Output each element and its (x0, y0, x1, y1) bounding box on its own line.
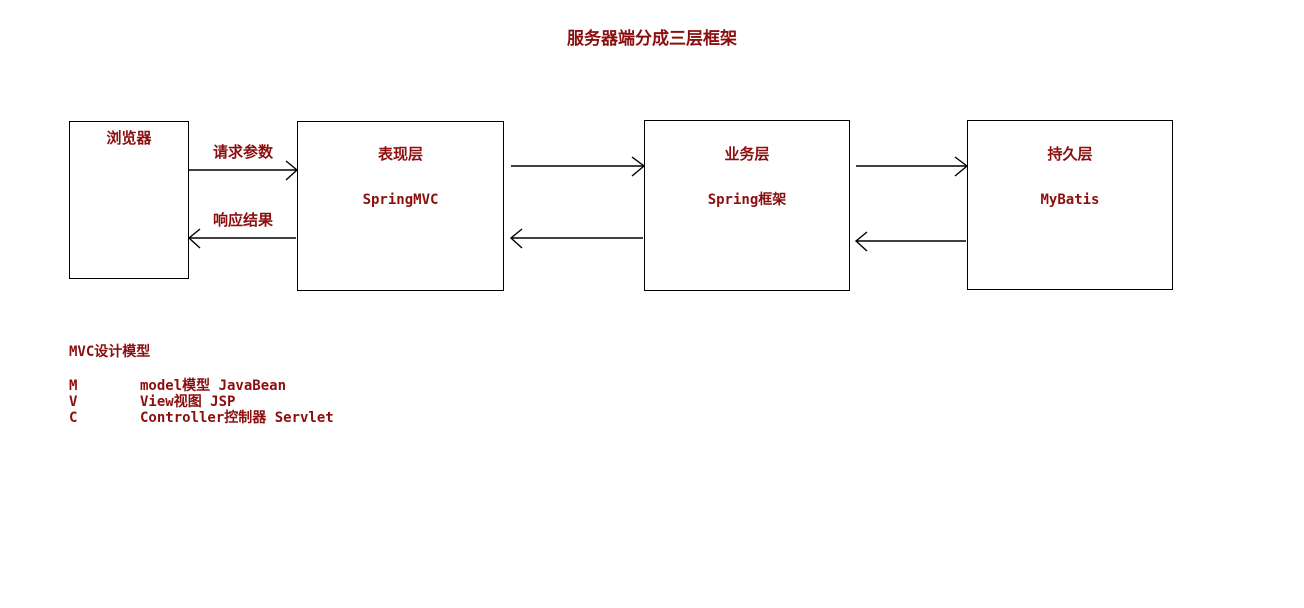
legend-value-v: View视图 JSP (140, 394, 236, 410)
arrow-label-request: 请求参数 (212, 143, 273, 161)
box-presentation-subtitle: SpringMVC (362, 192, 439, 208)
box-browser-title: 浏览器 (106, 129, 152, 147)
box-persistence: 持久层 MyBatis (967, 120, 1173, 290)
box-persistence-subtitle: MyBatis (1040, 192, 1100, 208)
arrow-label-response: 响应结果 (212, 211, 273, 229)
legend-heading: MVC设计模型 (69, 344, 151, 360)
box-presentation: 表现层 SpringMVC (297, 121, 504, 291)
legend-key-v: V (69, 394, 78, 410)
legend-row-c: C Controller控制器 Servlet (69, 410, 334, 426)
box-persistence-title: 持久层 (1047, 145, 1093, 163)
legend-row-v: V View视图 JSP (69, 394, 235, 410)
legend-value-c: Controller控制器 Servlet (140, 410, 334, 426)
box-presentation-title: 表现层 (377, 145, 423, 163)
box-business-subtitle: Spring框架 (707, 192, 787, 208)
box-business: 业务层 Spring框架 (644, 120, 850, 291)
legend-key-m: M (69, 378, 78, 394)
box-business-title: 业务层 (724, 145, 770, 163)
legend-value-m: model模型 JavaBean (140, 378, 287, 394)
legend-key-c: C (69, 410, 78, 426)
page-title: 服务器端分成三层框架 (567, 29, 737, 49)
box-browser: 浏览器 (69, 121, 189, 279)
